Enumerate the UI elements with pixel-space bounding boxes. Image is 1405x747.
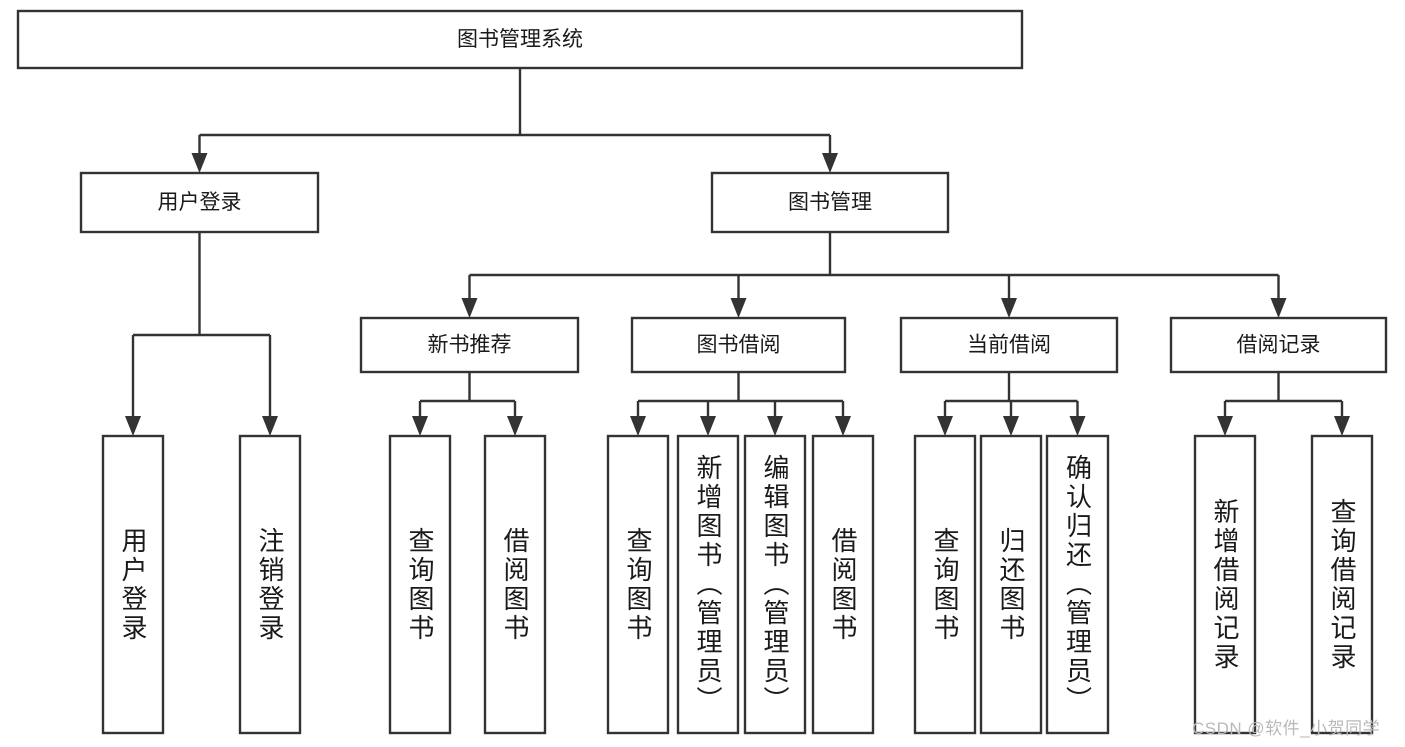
node-box-layer [16,9,1388,735]
arrow-icon-leaf-query-borrow-record [1334,416,1350,436]
node-box-leaf-confirm-return[interactable] [1045,434,1110,735]
node-label-current-borrow: 当前借阅 [967,334,1051,357]
node-box-leaf-add-borrow-record[interactable] [1193,434,1257,735]
arrow-icon-book-borrow [730,298,747,318]
arrow-icon-current-borrow [1001,298,1017,318]
node-box-leaf-borrow-book-recommend[interactable] [483,434,547,735]
arrow-icon-leaf-borrow-book [835,416,851,436]
arrow-icon-book-management [822,153,838,173]
connector-layer [125,68,1350,436]
arrow-icon-leaf-borrow-book-recommend [507,416,523,436]
arrow-icon-leaf-confirm-return [1069,416,1086,436]
node-label-book-borrow: 图书借阅 [697,334,781,357]
node-box-leaf-return-book[interactable] [979,434,1043,735]
arrow-icon-leaf-return-book [1003,416,1019,436]
node-box-borrow-record[interactable] [1169,316,1388,374]
node-box-book-borrow[interactable] [630,316,847,374]
node-box-current-borrow[interactable] [899,316,1119,374]
node-label-book-management: 图书管理 [788,191,872,214]
node-box-leaf-add-book[interactable] [676,434,740,735]
arrow-icon-leaf-query-book-recommend [412,416,428,436]
arrow-icon-leaf-add-book [700,416,716,436]
arrow-icon-leaf-query-book-current [937,416,953,436]
node-box-leaf-query-book-current[interactable] [913,434,977,735]
node-box-leaf-logout[interactable] [238,434,302,735]
node-label-root: 图书管理系统 [457,28,583,51]
arrow-icon-user-login [191,153,208,173]
node-label-borrow-record: 借阅记录 [1237,334,1321,357]
arrow-icon-leaf-add-borrow-record [1217,416,1233,436]
arrow-icon-leaf-logout [262,416,278,436]
watermark-text: CSDN @软件_小贺同学 [1192,719,1381,738]
node-label-user-login: 用户登录 [158,191,242,214]
node-box-leaf-user-login[interactable] [101,434,165,735]
arrow-icon-new-book-recommend [461,298,478,318]
node-box-leaf-query-book-borrow[interactable] [606,434,670,735]
node-label-new-book-recommend: 新书推荐 [428,334,512,357]
arrow-icon-borrow-record [1270,298,1287,318]
node-box-leaf-query-borrow-record[interactable] [1310,434,1374,735]
node-box-new-book-recommend[interactable] [359,316,580,374]
arrow-icon-leaf-query-book-borrow [630,416,646,436]
node-box-leaf-edit-book[interactable] [743,434,807,735]
node-box-leaf-borrow-book[interactable] [811,434,875,735]
node-box-leaf-query-book-recommend[interactable] [388,434,452,735]
node-box-root[interactable] [16,9,1024,70]
node-box-user-login[interactable] [79,171,320,234]
arrow-icon-leaf-user-login [125,416,141,436]
arrow-icon-leaf-edit-book [767,416,783,436]
node-box-book-management[interactable] [710,171,950,234]
